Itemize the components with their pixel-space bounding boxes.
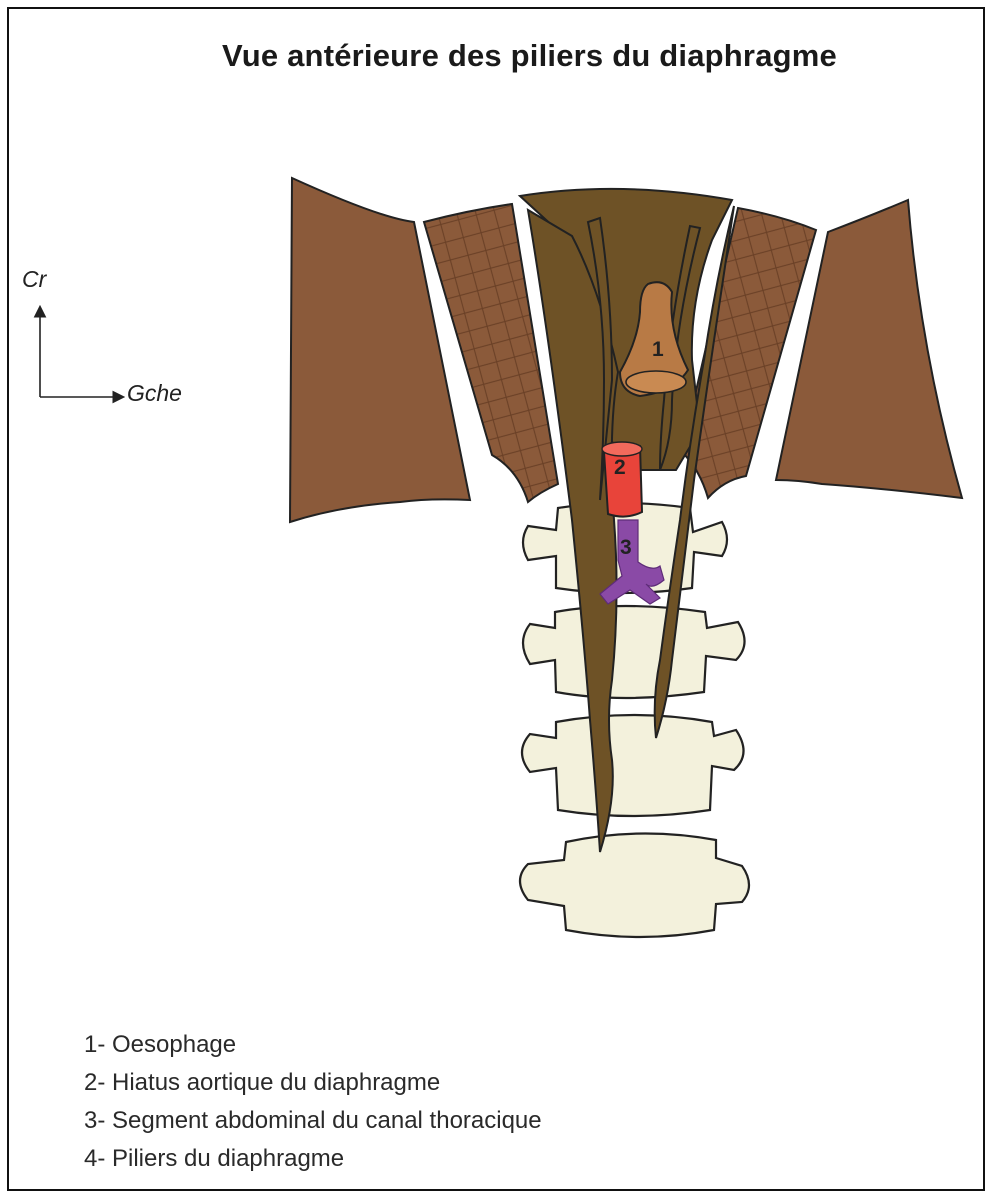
legend-item: 4- Piliers du diaphragme [84, 1140, 542, 1178]
aortic-hiatus: 2 [602, 442, 642, 517]
label-oesophagus: 1 [652, 338, 664, 361]
legend: 1- Oesophage 2- Hiatus aortique du diaph… [84, 1026, 542, 1178]
legend-item: 3- Segment abdominal du canal thoracique [84, 1102, 542, 1140]
vertebra-4 [520, 833, 749, 937]
legend-item: 1- Oesophage [84, 1026, 542, 1064]
vertebra-3 [522, 715, 744, 816]
label-hiatus: 2 [614, 456, 626, 479]
legend-item: 2- Hiatus aortique du diaphragme [84, 1064, 542, 1102]
vertebra-2 [523, 606, 745, 698]
label-canal: 3 [620, 536, 632, 559]
